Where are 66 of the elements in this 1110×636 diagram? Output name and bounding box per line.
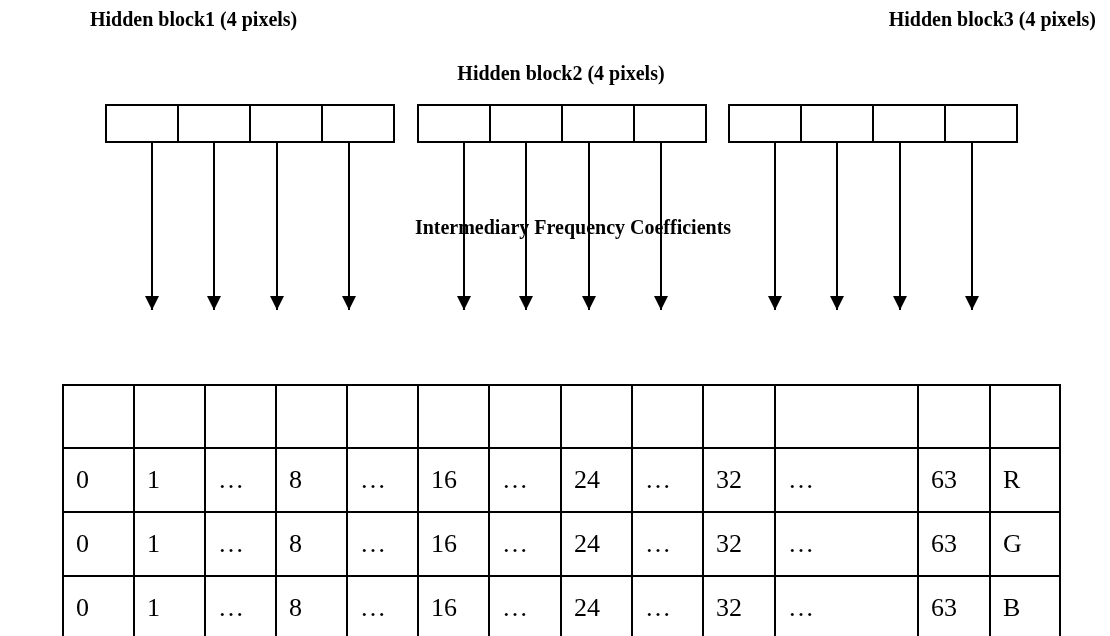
block-heading: Hidden block2 (4 pixels) [457,62,665,85]
block-heading: Hidden block1 (4 pixels) [90,8,298,31]
table-cell-text: … [645,529,671,558]
arrow [830,142,844,311]
table-cell-text: 24 [574,593,600,622]
arrow [768,142,782,311]
table-cell-text: 63 [931,593,957,622]
table-cell-text: … [645,465,671,494]
arrow [654,142,668,311]
arrow [965,142,979,311]
table-cell-text: 1 [147,529,160,558]
pixel-cell [633,104,707,143]
table-cell-text: 0 [76,465,89,494]
pixel-cell [561,104,635,143]
table-cell-text: 16 [431,529,457,558]
table-cell-text: … [218,529,244,558]
pixel-cell [177,104,251,143]
table-cell-text: 63 [931,529,957,558]
arrow [145,142,159,311]
arrow [582,142,596,311]
table-cell-text: 63 [931,465,957,494]
table-cell-text: 32 [716,593,742,622]
pixel-cell [944,104,1018,143]
pixel-cell [872,104,946,143]
table-cell-text: 32 [716,529,742,558]
table-cell-text: 24 [574,465,600,494]
table-cell-text: B [1003,593,1021,622]
table-cell-text: 32 [716,465,742,494]
table-cell-text: … [360,465,386,494]
table-cell-text: 16 [431,593,457,622]
table-cell-text: … [645,593,671,622]
pixel-cell [249,104,323,143]
pixel-cell [800,104,874,143]
table-cell-text: 1 [147,593,160,622]
table-cell-text: … [502,465,528,494]
arrow [893,142,907,311]
table-cell-text: … [218,593,244,622]
table-cell-text: 24 [574,529,600,558]
table-cell-text: … [502,529,528,558]
pixel-cell [105,104,179,143]
table-cell-text: … [502,593,528,622]
table-cell-text: 8 [289,593,302,622]
arrow [207,142,221,311]
table-cell-text: 0 [76,593,89,622]
arrow [457,142,471,311]
block-heading: Hidden block3 (4 pixels) [888,8,1096,31]
table-cell-text: … [788,465,814,494]
table-cell-text: R [1003,465,1021,494]
pixel-cell [728,104,802,143]
arrow [342,142,356,311]
table-cell-text: 0 [76,529,89,558]
table-cell-text: 1 [147,465,160,494]
pixel-cell [417,104,491,143]
arrow [519,142,533,311]
table-cell-text: … [360,529,386,558]
table-cell-text: … [360,593,386,622]
table-cell-text: … [218,465,244,494]
table-cell-text: 8 [289,529,302,558]
arrow [270,142,284,311]
table-cell-text: … [788,529,814,558]
table-cell-text: G [1003,529,1022,558]
pixel-cell [321,104,395,143]
table-cell-text: 8 [289,465,302,494]
pixel-cell [489,104,563,143]
table-cell-text: 16 [431,465,457,494]
table-cell-text: … [788,593,814,622]
